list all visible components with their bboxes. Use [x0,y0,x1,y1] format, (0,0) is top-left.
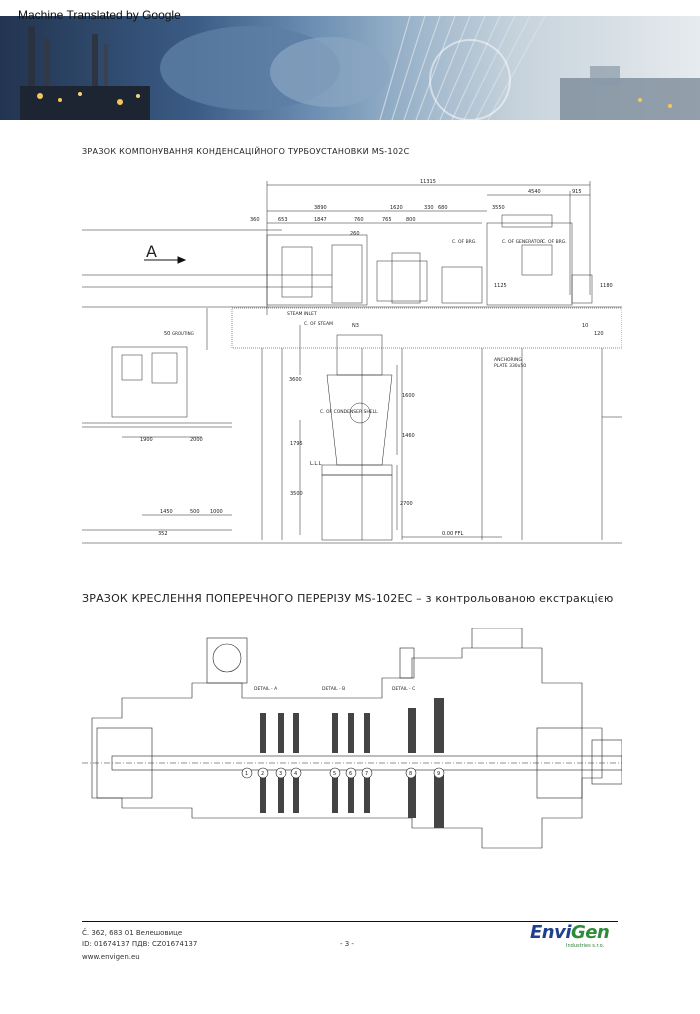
dim-915: 915 [572,189,582,195]
footer-address: Č. 362, 683 01 Велешовице [82,929,183,937]
detail-a-label: DETAIL - A [254,686,278,692]
dim-765: 765 [382,217,392,223]
dim-1450: 1450 [160,509,173,515]
label-steam-inlet: STEAM INLET [287,311,317,317]
detail-c-label: DETAIL - C [392,686,415,692]
dim-653: 653 [278,217,288,223]
dim-1180: 1180 [600,283,613,289]
label-cl-generator: C. OF GENERATOR [502,239,543,245]
dim-1460: 1460 [402,433,415,439]
layout-drawing-title: ЗРАЗОК КОМПОНУВАННЯ КОНДЕНСАЦІЙНОГО ТУРБ… [82,147,410,156]
dim-680: 680 [438,205,448,211]
banner-illustration [20,16,700,120]
dim-1900: 1900 [140,437,153,443]
dim-1000: 1000 [210,509,223,515]
dim-2000: 2000 [190,437,203,443]
label-cl-steam: C. OF STEAM [304,321,333,327]
logo-subtitle: Industries s.r.o. [566,943,605,949]
label-condenser: C. OF CONDENSER SHELL [320,409,378,415]
stage-8: 8 [409,771,412,777]
dim-11315: 11315 [420,179,436,185]
label-lll: L.L.L [310,461,322,467]
page-number: - 3 - [340,940,354,948]
dim-3500: 3500 [290,491,303,497]
dim-3550: 3550 [492,205,505,211]
stage-7: 7 [365,771,368,777]
dim-760: 760 [354,217,364,223]
label-ffl: 0.00 FFL [442,531,463,537]
stage-1: 1 [245,771,248,777]
footer-ids: ID: 01674137 ПДВ: CZ01674137 [82,940,198,948]
stage-6: 6 [349,771,352,777]
dim-10: 10 [582,323,588,329]
stage-3: 3 [279,771,282,777]
label-cl-brg-2: C. OF BRG. [542,239,567,245]
detail-b-label: DETAIL - B [322,686,345,692]
label-plate: PLATE 330x50 [494,363,526,369]
footer-divider [82,921,618,922]
dim-500: 500 [190,509,200,515]
machine-translated-label: Machine Translated by Google [18,8,181,22]
dim-3600: 3600 [289,377,302,383]
label-anchoring: ANCHORING [494,357,522,363]
dim-1620: 1620 [390,205,403,211]
dim-1600: 1600 [402,393,415,399]
label-n3: N3 [352,323,359,329]
view-arrow-label: A [146,242,157,261]
dim-120: 120 [594,331,604,337]
dim-1125: 1125 [494,283,507,289]
dim-260: 260 [350,231,360,237]
dim-1847: 1847 [314,217,327,223]
dim-3890: 3890 [314,205,327,211]
layout-drawing: A 11315 4540 915 3890 1620 330 680 3550 … [82,179,622,544]
dim-800: 800 [406,217,416,223]
envigen-logo: EnviGen Industries s.r.o. [530,922,620,952]
dim-2700: 2700 [400,501,413,507]
dim-4540: 4540 [528,189,541,195]
label-grouting: GROUTING [172,331,194,336]
header-banner [0,16,700,120]
stage-4: 4 [294,771,297,777]
dim-360: 360 [250,217,260,223]
footer-website-link[interactable]: www.envigen.eu [82,953,140,961]
stage-2: 2 [261,771,264,777]
stage-9: 9 [437,771,440,777]
cross-section-title: ЗРАЗОК КРЕСЛЕННЯ ПОПЕРЕЧНОГО ПЕРЕРІЗУ MS… [82,592,614,605]
logo-envi: Envi [530,922,572,943]
cross-section-drawing: 1 2 3 4 5 6 7 8 9 DETAIL - A DETAIL - B … [82,628,622,849]
dim-352: 352 [158,531,168,537]
label-cl-brg: C. OF BRG. [452,239,477,245]
dim-50: 50 [164,331,170,337]
dim-330: 330 [424,205,434,211]
stage-5: 5 [333,771,336,777]
logo-gen: Gen [571,922,610,943]
dim-1795: 1795 [290,441,303,447]
